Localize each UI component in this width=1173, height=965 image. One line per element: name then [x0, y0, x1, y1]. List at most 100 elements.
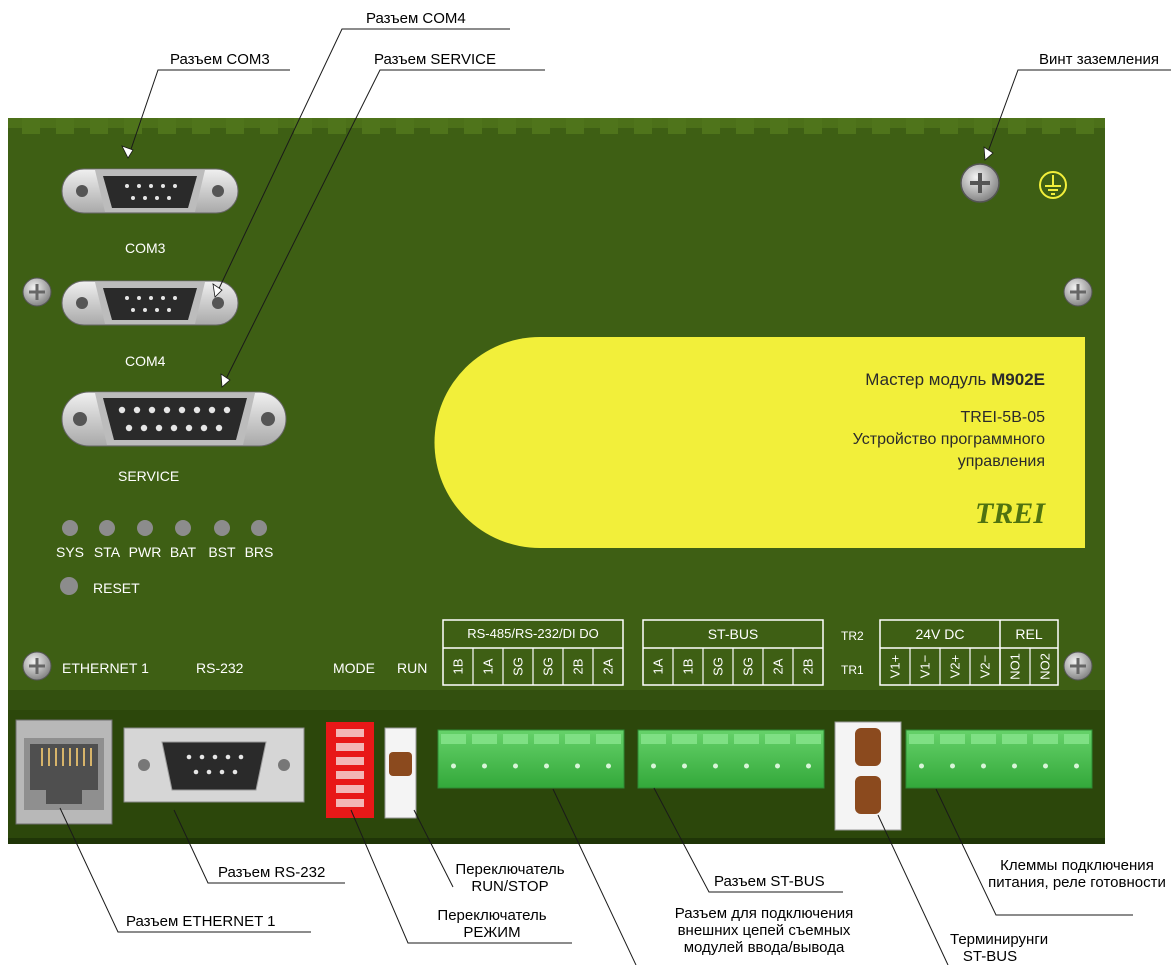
reset-button[interactable]	[60, 577, 78, 595]
stbus-terminal-block[interactable]	[637, 729, 825, 789]
ridge	[22, 118, 40, 134]
dip-lever[interactable]	[336, 799, 364, 807]
pin	[185, 424, 193, 432]
ridge	[668, 118, 686, 134]
callout-ethernet: Разъем ETHERNET 1	[126, 913, 276, 930]
pin	[206, 769, 212, 775]
dip-lever[interactable]	[336, 785, 364, 793]
terminal-body	[905, 729, 1093, 789]
terminal-slot	[940, 734, 965, 744]
callout-line-mode	[350, 809, 572, 944]
rj45-jack-icon[interactable]	[15, 719, 113, 825]
terminal-body	[437, 729, 625, 789]
tr1-label: TR1	[841, 663, 864, 677]
pin	[193, 406, 201, 414]
pin-label: 2B	[800, 658, 816, 675]
pin	[225, 754, 231, 760]
pin	[143, 308, 147, 312]
terminal-screw[interactable]	[1043, 763, 1048, 769]
connector-pins	[125, 296, 177, 312]
db9-connector-icon	[61, 280, 239, 326]
terminal-screw[interactable]	[544, 763, 549, 769]
terminal-screw[interactable]	[713, 763, 718, 769]
ridge	[906, 118, 924, 134]
terminal-screw[interactable]	[513, 763, 518, 769]
pin-label: V1+	[887, 654, 903, 679]
callout-stbus: Разъем ST-BUS	[714, 873, 825, 890]
terminal-slot	[909, 734, 934, 744]
terminal-screw[interactable]	[775, 763, 780, 769]
led-icon	[137, 520, 153, 536]
terminal-screw[interactable]	[651, 763, 656, 769]
pin-label: V2+	[947, 654, 963, 679]
io-terminal-block[interactable]	[437, 729, 625, 789]
plate-line4: управления	[957, 453, 1045, 470]
callout-rs232: Разъем RS-232	[218, 864, 326, 881]
terminal-screw[interactable]	[806, 763, 811, 769]
ridge	[226, 118, 244, 134]
terminal-screw[interactable]	[919, 763, 924, 769]
ground-screw-icon	[960, 163, 1000, 203]
stbus-terminators[interactable]	[834, 721, 902, 831]
ridge	[430, 118, 448, 134]
pin	[186, 754, 192, 760]
service-label: SERVICE	[118, 468, 180, 484]
pin-dividers	[472, 648, 1031, 685]
com4-label: COM4	[125, 353, 166, 369]
terminal-screw[interactable]	[575, 763, 580, 769]
callout-line-power	[935, 788, 1133, 916]
pin	[155, 196, 159, 200]
pin	[199, 754, 205, 760]
ridge	[702, 118, 720, 134]
terminal-screw[interactable]	[1012, 763, 1017, 769]
callout-run-stop: Переключатель RUN/STOP	[455, 861, 565, 895]
callout-io-connector: Разъем для подключения внешних цепей съе…	[674, 905, 854, 956]
ridge	[566, 118, 584, 134]
pin	[215, 424, 223, 432]
screw-icon	[1063, 651, 1093, 681]
callout-power-terminals: Клеммы подключения питания, реле готовно…	[988, 857, 1166, 891]
terminal-screw[interactable]	[482, 763, 487, 769]
dip-lever[interactable]	[336, 743, 364, 751]
pin	[133, 406, 141, 414]
dip-lever[interactable]	[336, 771, 364, 779]
pin-label: SG	[510, 657, 526, 676]
terminal-screw[interactable]	[950, 763, 955, 769]
pin	[137, 184, 141, 188]
callout-line-com3	[127, 69, 290, 159]
db9-connector-icon[interactable]	[123, 727, 305, 803]
screw-icon	[1063, 277, 1093, 307]
power-terminal-block[interactable]	[905, 729, 1093, 789]
terminal-slot	[565, 734, 590, 744]
pin	[167, 196, 171, 200]
led-label: BAT	[169, 544, 197, 560]
pin-label: SG	[740, 657, 756, 676]
callout-mode: Переключатель РЕЖИМ	[437, 907, 547, 941]
led-icon	[99, 520, 115, 536]
board-bottom-strip	[8, 690, 1105, 710]
ridge	[940, 118, 958, 134]
ridge	[260, 118, 278, 134]
pin	[148, 406, 156, 414]
dip-lever[interactable]	[336, 757, 364, 765]
ridge	[498, 118, 516, 134]
run-stop-switch[interactable]	[384, 727, 417, 819]
dip-lever[interactable]	[336, 729, 364, 737]
plate-brand: TREI	[974, 497, 1045, 530]
terminal-screw[interactable]	[451, 763, 456, 769]
dip-levers	[336, 729, 364, 807]
ethernet-label: ETHERNET 1	[62, 660, 149, 676]
pin	[208, 406, 216, 414]
terminal-screw[interactable]	[1074, 763, 1079, 769]
terminal-screw[interactable]	[682, 763, 687, 769]
board-top-ridges	[8, 118, 1105, 128]
pin	[125, 296, 129, 300]
pin-label: 2B	[570, 658, 586, 675]
pin	[155, 308, 159, 312]
terminal-screw[interactable]	[744, 763, 749, 769]
terminal-screw[interactable]	[606, 763, 611, 769]
pin	[178, 406, 186, 414]
pin	[161, 296, 165, 300]
terminal-screw[interactable]	[981, 763, 986, 769]
ridge	[1042, 118, 1060, 134]
